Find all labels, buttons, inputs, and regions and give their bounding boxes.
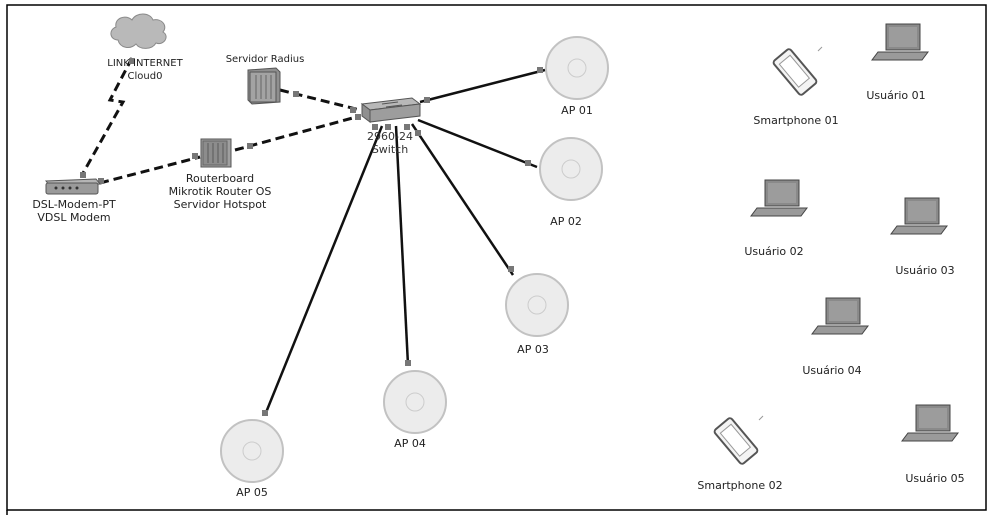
ap02-label: AP 02 — [550, 215, 582, 228]
link-cloud-modem — [80, 57, 134, 176]
smartphone02-label: Smartphone 02 — [697, 479, 783, 492]
laptop-usuario04-icon[interactable] — [811, 297, 869, 335]
cloud-label-line1: LINK INTERNET — [107, 58, 183, 69]
ap02-icon[interactable] — [539, 137, 603, 201]
link-switch-ap05 — [263, 125, 384, 416]
laptop-usuario03-icon[interactable] — [890, 197, 948, 235]
link-router-switch — [234, 114, 361, 152]
link-switch-ap02 — [417, 118, 538, 169]
ap01-icon[interactable] — [545, 36, 609, 100]
ap04-label: AP 04 — [394, 437, 426, 450]
link-modem-router — [99, 155, 201, 185]
router-label-line1: Routerboard — [185, 172, 255, 185]
laptop-usuario02-icon[interactable] — [750, 179, 808, 217]
link-switch-ap01 — [419, 68, 546, 104]
radius-label: Servidor Radius — [225, 54, 305, 65]
router-icon[interactable] — [200, 138, 232, 168]
router-label-line2: Mikrotik Router OS — [168, 185, 272, 198]
ap03-label: AP 03 — [517, 343, 549, 356]
modem-label-line2: VDSL Modem — [37, 211, 111, 224]
cloud-label: LINK INTERNET Cloud0 — [100, 57, 190, 83]
link-switch-ap04 — [394, 125, 410, 366]
link-switch-ap03 — [410, 123, 515, 276]
link-radius-switch — [279, 88, 361, 112]
usuario04-label: Usuário 04 — [802, 364, 862, 377]
switch-label-line2: Switch — [371, 143, 409, 156]
router-label-line3: Servidor Hotspot — [173, 198, 267, 211]
switch-label-line1: 2960-24 — [367, 130, 413, 143]
canvas-border — [6, 4, 987, 511]
link-endpoints — [80, 58, 543, 416]
ap03-icon[interactable] — [505, 273, 569, 337]
smartphone02-icon[interactable] — [713, 417, 759, 465]
ap01-label: AP 01 — [561, 104, 593, 117]
router-label: Routerboard Mikrotik Router OS Servidor … — [150, 172, 290, 211]
usuario01-label: Usuário 01 — [866, 89, 926, 102]
ap05-icon[interactable] — [220, 419, 284, 483]
ap04-icon[interactable] — [383, 370, 447, 434]
cloud-label-line2: Cloud0 — [127, 71, 163, 82]
smartphone01-label: Smartphone 01 — [753, 114, 839, 127]
cloud-icon[interactable] — [110, 13, 167, 49]
modem-icon[interactable] — [44, 178, 102, 195]
laptop-usuario01-icon[interactable] — [871, 23, 929, 61]
usuario03-label: Usuário 03 — [895, 264, 955, 277]
ap05-label: AP 05 — [236, 486, 268, 499]
laptop-usuario05-icon[interactable] — [901, 404, 959, 442]
modem-label: DSL-Modem-PT VDSL Modem — [14, 198, 134, 224]
radius-server-icon[interactable] — [247, 67, 281, 105]
modem-label-line1: DSL-Modem-PT — [32, 198, 116, 211]
usuario02-label: Usuário 02 — [744, 245, 804, 258]
smartphone01-icon[interactable] — [772, 48, 818, 96]
usuario05-label: Usuário 05 — [905, 472, 965, 485]
switch-icon[interactable] — [360, 97, 422, 123]
switch-label: 2960-24 Switch — [358, 130, 422, 156]
